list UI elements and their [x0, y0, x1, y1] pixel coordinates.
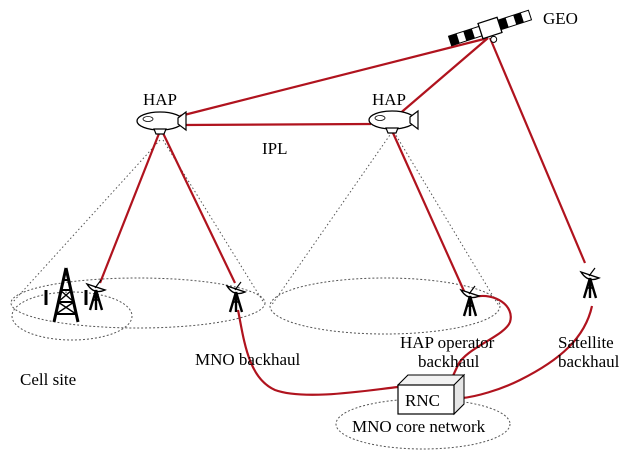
cell-site-area [11, 291, 133, 341]
rnc-label: RNC [405, 391, 440, 410]
link-hapleft-mno-ant [161, 130, 236, 284]
geo-label: GEO [543, 9, 578, 28]
cell-tower-icon [44, 267, 88, 323]
hap-operator-backhaul-label: HAP operator [400, 333, 495, 352]
link-hapop-to-rnc [451, 294, 512, 379]
coverage-area-right [269, 277, 501, 335]
coverage-area-left [10, 277, 266, 329]
link-hapright-geo [396, 37, 489, 117]
hap-left-label: HAP [143, 90, 177, 109]
link-mno-to-rnc [236, 309, 399, 396]
link-hapleft-geo [179, 36, 489, 118]
cell-site-label: Cell site [20, 370, 76, 389]
rnc-box [396, 373, 466, 416]
mno-backhaul-antenna-icon [225, 280, 247, 314]
hap-right-label: HAP [372, 90, 406, 109]
hap-operator-backhaul-label-2: backhaul [418, 352, 480, 371]
hap-operator-antenna-icon [459, 284, 481, 318]
hap-left-blimp-icon [136, 111, 187, 135]
link-sat-to-rnc [461, 305, 594, 400]
link-hapleft-cell-ant [98, 130, 162, 284]
satellite-backhaul-antenna-icon [579, 266, 601, 300]
geo-satellite-icon [447, 9, 533, 47]
satellite-backhaul-label: Satellite [558, 333, 614, 352]
satellite-backhaul-label-2: backhaul [558, 352, 620, 371]
hap-right-blimp-icon [368, 110, 419, 134]
mno-core-network-label: MNO core network [352, 417, 486, 436]
ipl-label: IPL [262, 139, 288, 158]
link-hapright-hapop-ant [391, 132, 466, 292]
mno-backhaul-label: MNO backhaul [195, 350, 301, 369]
link-geo-satellite-ant [488, 37, 587, 264]
network-links [98, 36, 594, 400]
link-hap-hap [182, 122, 372, 127]
coverage-cone-lines [11, 131, 500, 307]
